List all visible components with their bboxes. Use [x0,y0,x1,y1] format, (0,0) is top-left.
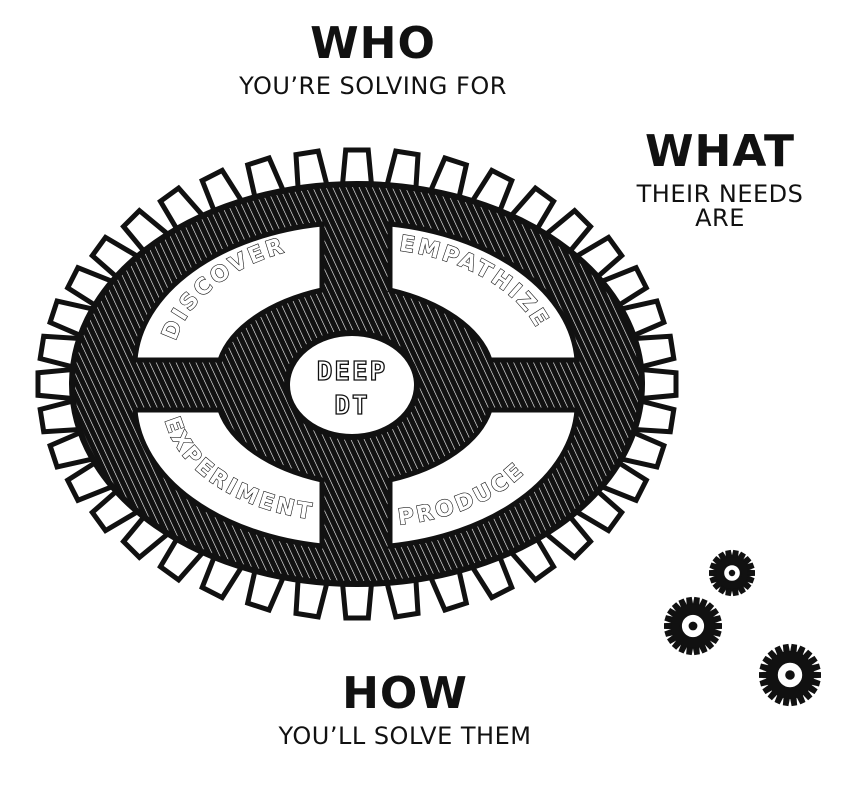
band-empathize [387,221,580,363]
center-label-line2: DT [334,391,369,421]
small-gear-icon [709,549,755,597]
small-gear-icon [759,643,821,707]
small-gear-icon [664,596,722,656]
band-experiment [132,407,325,549]
how-label: HOW YOU’LL SOLVE THEM [270,668,540,750]
what-subtitle: THEIR NEEDS ARE [636,180,804,232]
who-title: WHO [310,18,436,69]
small-gear-axle [728,569,736,577]
center-label-line1: DEEP [317,357,388,387]
who-label: WHO YOU’RE SOLVING FOR [238,18,508,100]
who-subtitle: YOU’RE SOLVING FOR [239,72,507,100]
band-produce [387,407,580,549]
segment-bands [132,221,580,549]
center-hub [284,330,420,440]
band-discover [132,221,325,363]
what-label: WHAT THEIR NEEDS ARE [610,126,830,232]
small-gear-axle [785,670,795,680]
small-gears [664,549,821,707]
small-gear-axle [688,621,698,631]
how-subtitle: YOU’LL SOLVE THEM [278,722,532,750]
how-title: HOW [342,668,468,719]
what-title: WHAT [644,126,795,177]
